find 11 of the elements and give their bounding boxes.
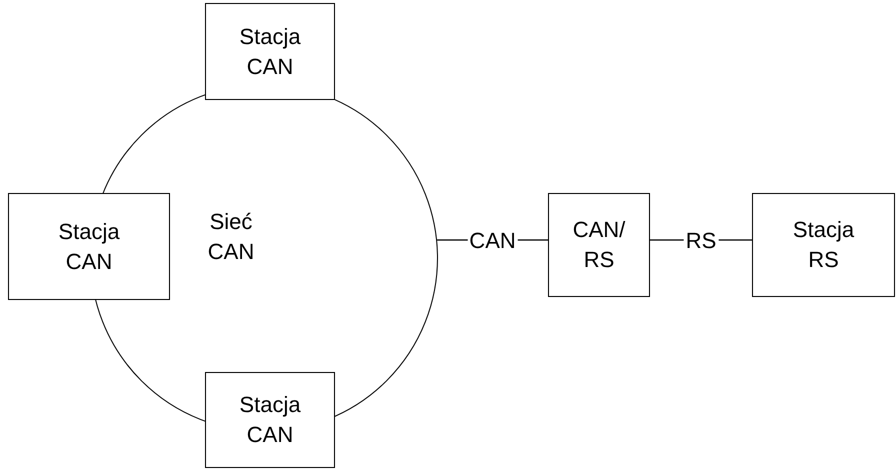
station-label: Stacja RS — [792, 216, 856, 274]
network-label: Sieć CAN — [206, 208, 256, 266]
station-box — [205, 3, 335, 100]
station-label: Stacja CAN — [238, 391, 302, 449]
station-box — [752, 193, 895, 297]
station-label: CAN/ RS — [572, 216, 626, 274]
station-box — [8, 193, 170, 300]
station-box — [205, 372, 335, 468]
station-label: Stacja CAN — [238, 22, 302, 80]
station-box — [548, 193, 650, 297]
station-label: Stacja CAN — [57, 218, 121, 276]
